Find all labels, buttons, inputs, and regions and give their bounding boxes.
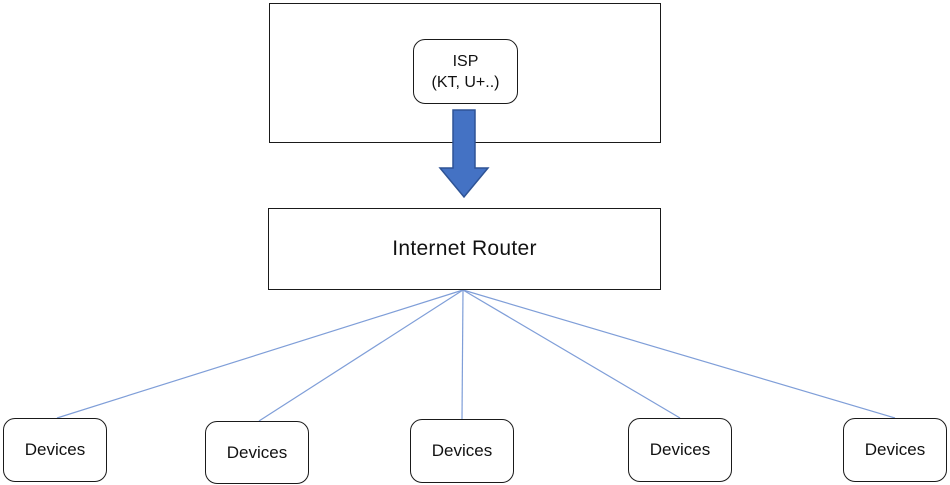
internet-router-label: Internet Router xyxy=(392,237,537,260)
connector-line-device-5 xyxy=(462,289,896,419)
device-label-1: Devices xyxy=(24,440,86,459)
connector-line-device-3 xyxy=(461,289,464,420)
device-node-5: Devices xyxy=(843,418,947,482)
device-node-4: Devices xyxy=(628,418,732,482)
isp-node: ISP (KT, U+..) xyxy=(413,39,518,104)
device-label-3: Devices xyxy=(431,441,493,460)
isp-label-line2: (KT, U+..) xyxy=(431,73,500,91)
device-node-3: Devices xyxy=(410,419,514,483)
connector-line-device-1 xyxy=(56,289,464,419)
connector-line-device-4 xyxy=(462,289,681,419)
device-label-2: Devices xyxy=(226,442,288,462)
connector-line-device-2 xyxy=(258,289,464,422)
internet-router-node: Internet Router xyxy=(268,208,661,290)
isp-label-line1: ISP xyxy=(452,52,479,70)
device-label-5: Devices xyxy=(864,440,926,459)
device-node-1: Devices xyxy=(3,418,107,482)
device-label-4: Devices xyxy=(649,440,711,459)
device-node-2: Devices xyxy=(205,421,309,484)
